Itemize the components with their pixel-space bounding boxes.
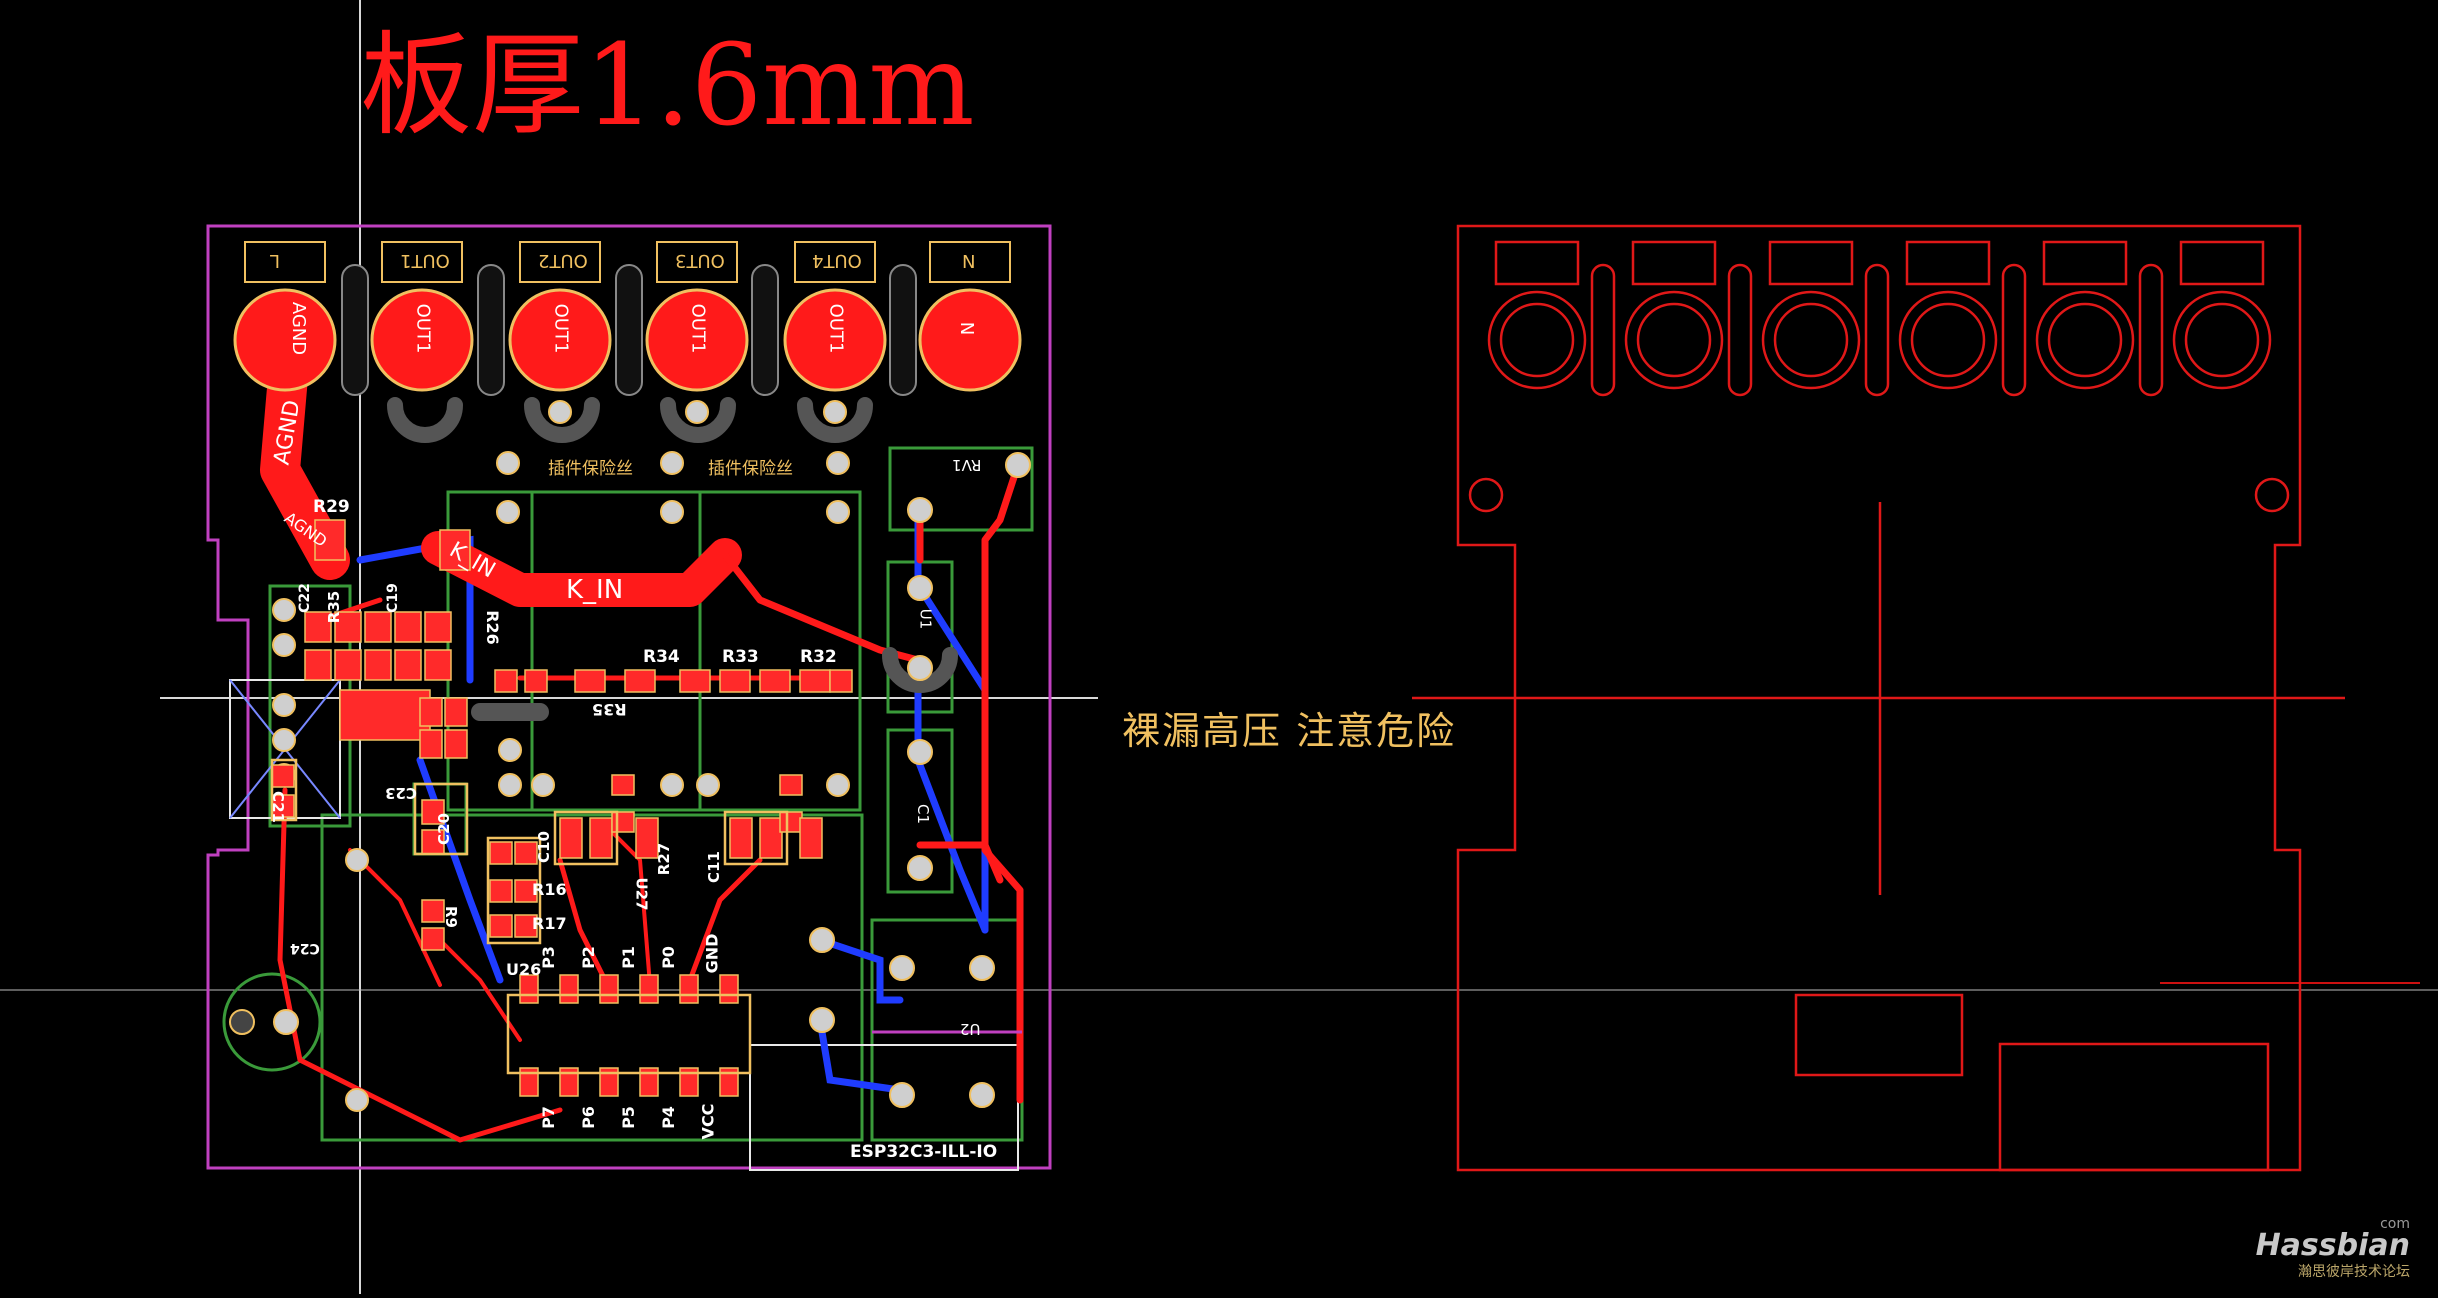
pad-label-1: AGND — [288, 301, 310, 356]
refdes-r35-b: R35 — [592, 700, 627, 719]
ic-pin-top-4: P0 — [658, 946, 678, 969]
ic-pin-top-1: P3 — [538, 946, 558, 969]
refdes-c23: C23 — [385, 784, 417, 802]
refdes-u26: U26 — [506, 960, 542, 979]
ic-pin-top-3: P1 — [618, 946, 638, 969]
fuse-clips — [387, 397, 958, 721]
module-name: ESP32C3-ILL-IO — [850, 1142, 998, 1162]
refdes-u2: U2 — [960, 1020, 981, 1038]
silk-fuse-2: 插件保险丝 — [708, 459, 793, 479]
refdes-r26: R26 — [482, 610, 502, 645]
watermark-brand: Hassbian — [2255, 1228, 2410, 1263]
refdes-r32: R32 — [800, 647, 837, 667]
refdes-r16: R16 — [532, 880, 567, 899]
ic-pin-bot-4: P4 — [658, 1106, 678, 1129]
refdes-c22: C22 — [296, 583, 313, 613]
pad-label-4: OUT1 — [687, 303, 709, 354]
pad-label-6: N — [956, 321, 978, 336]
terminal-label-6: N — [962, 250, 976, 271]
net-label-k-in: K_IN — [566, 575, 624, 605]
silk-outlines — [270, 758, 789, 1075]
refdes-c21: C21 — [268, 791, 287, 823]
terminal-label-4: OUT3 — [675, 250, 725, 271]
watermark: com Hassbian 瀚思彼岸技术论坛 — [2255, 1216, 2410, 1281]
refdes-r34: R34 — [643, 647, 680, 667]
ic-pin-top-5: GND — [702, 933, 722, 974]
refdes-r9: R9 — [442, 906, 460, 928]
refdes-u1: U1 — [916, 608, 935, 630]
watermark-tagline: 瀚思彼岸技术论坛 — [2298, 1264, 2410, 1280]
refdes-r27: R27 — [655, 842, 674, 876]
pcb-board — [206, 224, 1052, 1171]
terminal-label-1: L — [270, 250, 281, 271]
terminal-label-3: OUT2 — [538, 250, 588, 271]
isolation-slots — [341, 264, 917, 396]
refdes-r35: R35 — [325, 590, 344, 624]
ic-pin-bot-1: P7 — [538, 1106, 558, 1129]
smd-pads — [271, 519, 853, 1097]
refdes-c10: C10 — [534, 831, 553, 863]
refdes-rv1: RV1 — [952, 456, 982, 474]
pad-label-3: OUT1 — [550, 303, 572, 354]
board-outline — [206, 224, 1052, 1170]
pad-label-5: OUT1 — [825, 303, 847, 354]
mechanical-outline — [1412, 224, 2345, 1172]
silk-fuse-1: 插件保险丝 — [548, 459, 633, 479]
refdes-r29: R29 — [313, 497, 350, 517]
refdes-c20: C20 — [434, 813, 453, 845]
refdes-c24: C24 — [290, 940, 320, 956]
refdes-c11: C11 — [704, 851, 723, 883]
pad-label-2: OUT1 — [412, 303, 434, 354]
through-hole-pads — [229, 400, 1031, 1112]
ic-pin-bot-3: P5 — [618, 1106, 638, 1129]
ic-pin-bot-5: VCC — [698, 1103, 718, 1140]
ic-pin-bot-2: P6 — [578, 1106, 598, 1129]
watermark-domain: com — [2380, 1216, 2410, 1232]
ic-pin-top-2: P2 — [578, 946, 598, 969]
board-thickness-title: 板厚1.6mm — [360, 21, 975, 151]
refdes-u27: U27 — [632, 877, 651, 911]
terminal-label-5: OUT4 — [812, 250, 862, 271]
refdes-c1: C1 — [914, 803, 933, 825]
terminal-blocks — [233, 241, 1022, 392]
refdes-r33: R33 — [722, 647, 759, 667]
refdes-r17: R17 — [532, 914, 567, 933]
refdes-c19: C19 — [384, 583, 401, 613]
terminal-label-2: OUT1 — [400, 250, 450, 271]
high-voltage-warning: 裸漏高压 注意危险 — [1122, 709, 1457, 753]
